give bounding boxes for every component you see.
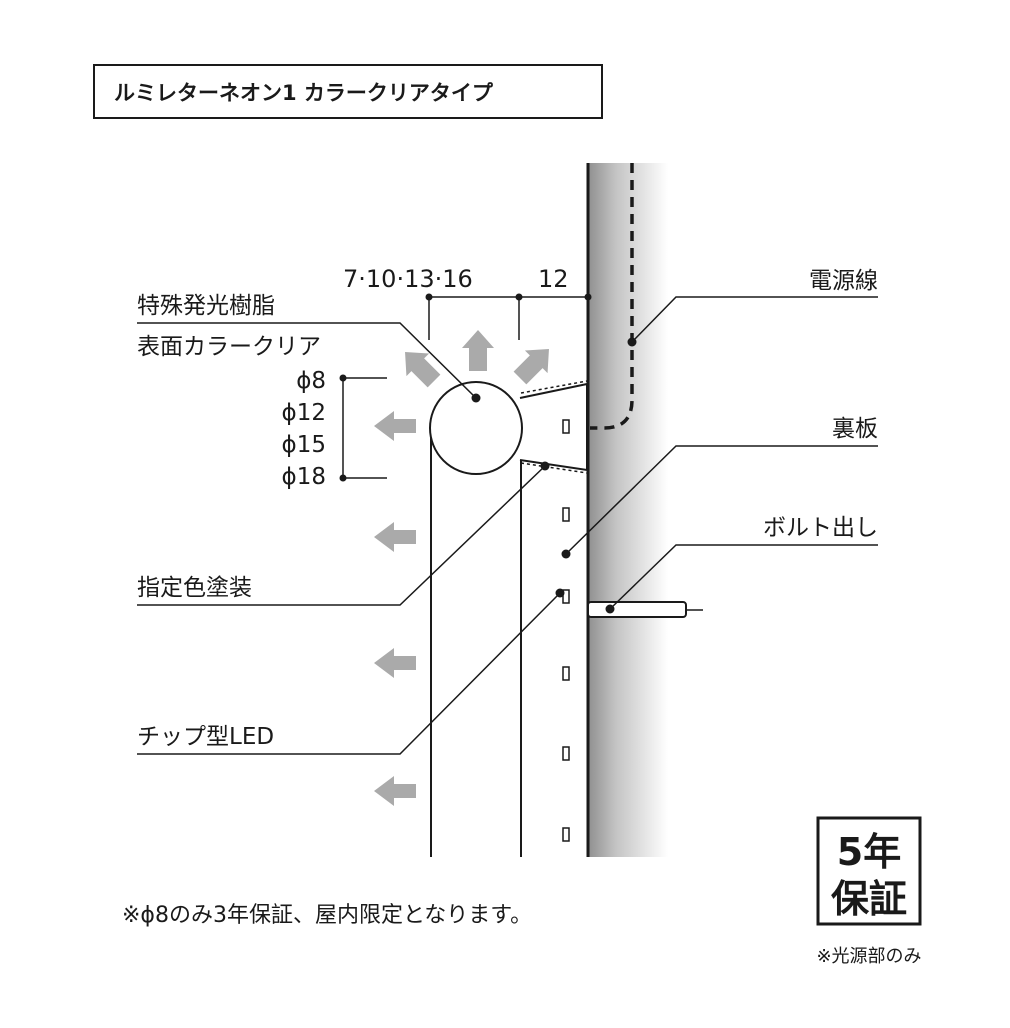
warranty-line2: 保証 (831, 877, 907, 921)
depth-dimension: 7·10·13·16 (343, 265, 473, 293)
warranty-line1: 5年 (837, 830, 901, 874)
label-bolt: ボルト出し (763, 515, 878, 541)
label-diameter-12: ϕ12 (282, 400, 326, 426)
paint-line-bottom (520, 462, 588, 474)
title-box (93, 64, 603, 119)
label-back-plate: 裏板 (832, 416, 878, 442)
light-arrows (374, 330, 549, 806)
paint-line-top (520, 380, 588, 394)
arrow-upright-icon (513, 349, 549, 385)
power-line (590, 163, 634, 430)
arrow-left-icon (374, 411, 416, 441)
label-paint: 指定色塗装 (137, 575, 252, 601)
dimension-lines (342, 296, 588, 479)
led-chip (562, 666, 570, 681)
arrow-upleft-icon (405, 352, 441, 388)
arrow-left-icon (374, 522, 416, 552)
arrow-up-icon (462, 330, 494, 371)
neon-tube (429, 381, 523, 475)
warranty-badge (816, 816, 922, 926)
label-diameter-18: ϕ18 (282, 464, 326, 490)
led-chip (562, 419, 570, 434)
wall (588, 163, 668, 857)
dimension-dots (339, 293, 592, 482)
label-diameter-15: ϕ15 (282, 432, 326, 458)
label-led: チップ型LED (137, 724, 274, 750)
led-chips (562, 419, 570, 842)
diagram-title: ルミレターネオン1 カラークリアタイプ (114, 81, 494, 105)
led-chip (562, 827, 570, 842)
warranty-note: ※光源部のみ (816, 946, 921, 967)
label-diameter-8: ϕ8 (296, 368, 326, 394)
back-depth-dimension: 12 (538, 265, 569, 293)
bolt (587, 601, 687, 618)
leader-lines (137, 296, 878, 755)
arrow-left-icon (374, 648, 416, 678)
led-chip (562, 746, 570, 761)
arrow-left-icon (374, 776, 416, 806)
label-resin: 特殊発光樹脂 (137, 293, 275, 319)
label-surface: 表面カラークリア (137, 334, 321, 360)
led-chip (562, 589, 570, 604)
tube-neck (519, 382, 588, 472)
led-chip (562, 507, 570, 522)
label-power-line: 電源線 (809, 268, 878, 294)
footnote: ※ϕ8のみ3年保証、屋内限定となります。 (122, 903, 532, 928)
leader-dots (471, 337, 637, 614)
